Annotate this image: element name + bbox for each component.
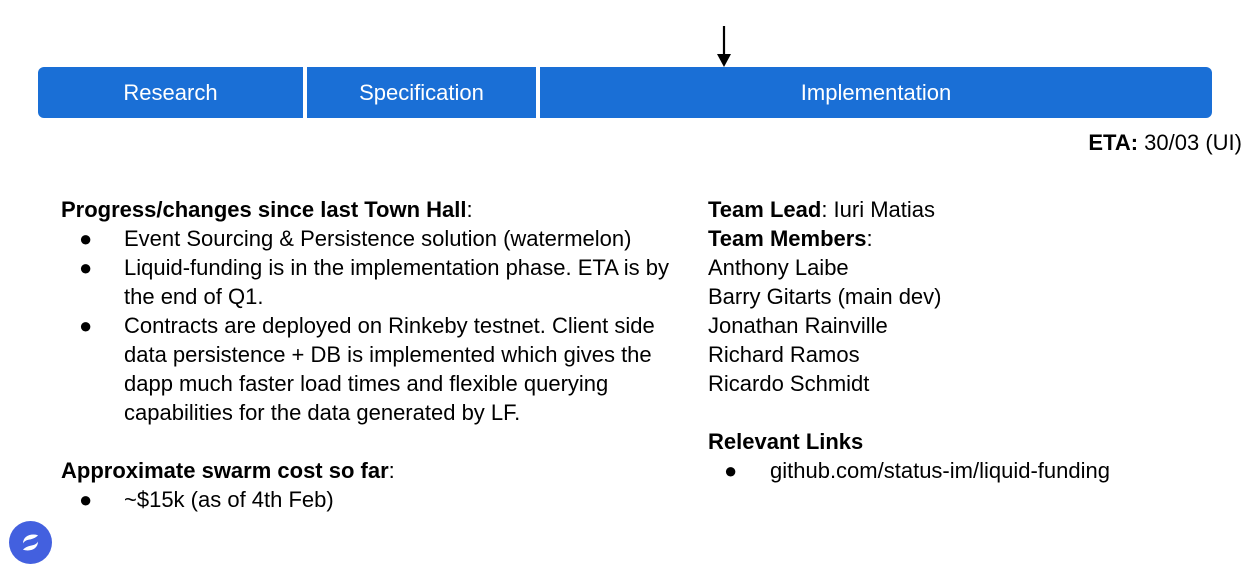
cost-heading-suffix: : xyxy=(388,458,395,483)
progress-heading-text: Progress/changes since last Town Hall xyxy=(61,197,467,222)
right-column: Team Lead: Iuri Matias Team Members: Ant… xyxy=(708,195,1228,485)
phase-implementation-label: Implementation xyxy=(800,79,952,105)
team-member-1: Anthony Laibe xyxy=(708,255,849,280)
links-heading: Relevant Links xyxy=(708,429,864,454)
bullet-dot: ● xyxy=(79,313,93,338)
bullet-dot: ● xyxy=(79,487,93,512)
team-lead-label: Team Lead xyxy=(708,197,822,222)
left-column: Progress/changes since last Town Hall: ●… xyxy=(61,195,701,514)
team-member-3: Jonathan Rainville xyxy=(708,313,888,338)
progress-list: ● Event Sourcing & Persistence solution … xyxy=(61,224,701,427)
list-item: ● Contracts are deployed on Rinkeby test… xyxy=(61,311,701,427)
team-members-label: Team Members xyxy=(708,226,867,251)
link-github[interactable]: github.com/status-im/liquid-funding xyxy=(770,458,1110,483)
team-members-suffix: : xyxy=(866,226,873,251)
team-lead-line: Team Lead: Iuri Matias xyxy=(708,195,1228,224)
down-arrow-icon xyxy=(717,26,731,67)
progress-item-2: Liquid-funding is in the implementation … xyxy=(124,255,670,309)
team-member-4: Richard Ramos xyxy=(708,342,860,367)
progress-heading-suffix: : xyxy=(466,197,473,222)
eta-value: 30/03 (UI) xyxy=(1138,130,1242,155)
phase-implementation: Implementation xyxy=(540,67,1212,118)
progress-item-1: Event Sourcing & Persistence solution (w… xyxy=(124,226,632,251)
cost-heading: Approximate swarm cost so far: xyxy=(61,456,701,485)
team-lead-value: : Iuri Matias xyxy=(821,197,936,222)
eta-label: ETA: xyxy=(1088,130,1139,155)
cost-list: ● ~$15k (as of 4th Feb) xyxy=(61,485,701,514)
list-item: ● ~$15k (as of 4th Feb) xyxy=(61,485,701,514)
phase-specification-label: Specification xyxy=(359,79,484,105)
eta-line: ETA: 30/03 (UI) xyxy=(1088,130,1242,156)
status-logo-icon xyxy=(9,521,52,564)
bullet-dot: ● xyxy=(79,255,93,280)
list-item: ● Liquid-funding is in the implementatio… xyxy=(61,253,701,311)
bullet-dot: ● xyxy=(724,458,738,483)
phase-bar: Research Specification Implementation xyxy=(38,67,1212,118)
team-member-5: Ricardo Schmidt xyxy=(708,371,870,396)
cost-heading-text: Approximate swarm cost so far xyxy=(61,458,389,483)
phase-specification: Specification xyxy=(307,67,536,118)
list-item: ● github.com/status-im/liquid-funding xyxy=(708,456,1228,485)
list-item: ● Event Sourcing & Persistence solution … xyxy=(61,224,701,253)
team-members-heading: Team Members: xyxy=(708,224,1228,253)
team-member-2: Barry Gitarts (main dev) xyxy=(708,284,942,309)
progress-item-3: Contracts are deployed on Rinkeby testne… xyxy=(124,313,655,425)
phase-research: Research xyxy=(38,67,303,118)
bullet-dot: ● xyxy=(79,226,93,251)
links-list: ● github.com/status-im/liquid-funding xyxy=(708,456,1228,485)
phase-research-label: Research xyxy=(123,79,218,105)
progress-heading: Progress/changes since last Town Hall: xyxy=(61,195,701,224)
cost-item-1: ~$15k (as of 4th Feb) xyxy=(124,487,334,512)
